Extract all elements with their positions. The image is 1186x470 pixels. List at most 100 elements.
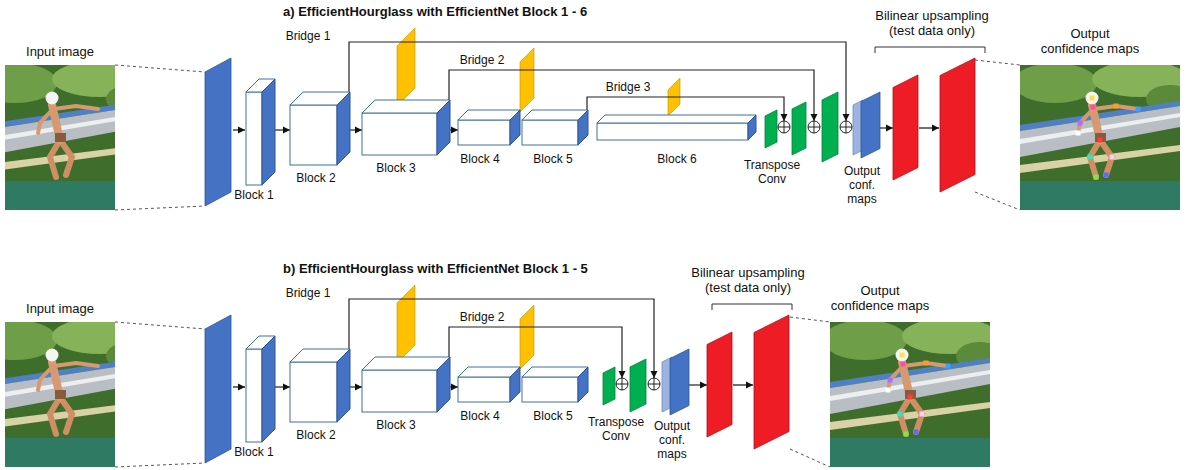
flow-arrow [350, 129, 362, 130]
node-outline [853, 92, 880, 158]
bridge-label: Bridge 1 [284, 29, 333, 43]
input-image: Input image [5, 322, 115, 467]
transpose-conv-layer [792, 102, 806, 155]
block-front [522, 120, 578, 145]
node-outline [5, 322, 115, 467]
outline-group [853, 92, 880, 158]
transpose-conv-stack: Transpose Conv [760, 121, 852, 135]
node-label: Bilinear upsampling (test data only) [867, 8, 997, 39]
bridge-connector [349, 42, 846, 121]
upsampled-map [754, 315, 789, 449]
block-end-face [262, 79, 275, 185]
sum-cross [778, 121, 790, 133]
output-confidence-layer: Output conf. maps [662, 349, 689, 415]
node-label: Block 2 [286, 428, 346, 442]
input-layer [205, 315, 231, 463]
block-top [458, 367, 520, 377]
bridge-label: Bridge 1 [284, 286, 333, 300]
node-label: Block 3 [366, 161, 426, 175]
node-label: Output conf. maps [651, 419, 693, 461]
encoder-block: Block 2 [290, 92, 350, 165]
block-top [362, 357, 450, 370]
sum-symbol [840, 121, 852, 133]
block-front [290, 362, 337, 422]
outline-group [893, 58, 975, 192]
transpose-conv-layer [630, 359, 646, 412]
node-outline [458, 367, 520, 402]
block-front [290, 105, 337, 165]
transpose-conv-stack: Transpose Conv [600, 378, 661, 392]
outline-group [662, 349, 689, 415]
bridge-conv-layer [520, 48, 534, 112]
node-label: Output conf. maps [841, 164, 883, 206]
node-outline [662, 349, 689, 415]
block-end-face [437, 357, 450, 412]
node-outline [290, 349, 350, 422]
projection-line [790, 317, 830, 467]
node-label: Output confidence maps [829, 283, 931, 314]
node-outline [830, 322, 990, 467]
outline-group [362, 357, 450, 412]
confidence-layer [861, 92, 880, 158]
bridge-connector [449, 70, 814, 121]
outline-group [707, 315, 789, 449]
outline-group [290, 92, 350, 165]
flow-arrow [450, 386, 458, 387]
block-end-face [337, 349, 350, 422]
bridge-label: Bridge 2 [458, 53, 507, 67]
block-end-face [578, 367, 588, 402]
projection-line [975, 60, 1020, 210]
node-label: Input image [5, 44, 115, 59]
block-end-face [337, 92, 350, 165]
outline-group [290, 349, 350, 422]
node-outline [5, 65, 115, 210]
input-layer [205, 58, 231, 206]
encoder-block: Block 1 [246, 79, 275, 185]
node-label: Block 5 [523, 409, 583, 423]
bridge-label: Bridge 2 [458, 310, 507, 324]
node-label: Output confidence maps [1039, 26, 1141, 57]
outline-group [603, 359, 660, 412]
block-end-face [578, 110, 588, 145]
sum-symbol [616, 378, 628, 390]
node-label: Transpose Conv [584, 415, 648, 443]
connectors [275, 42, 893, 387]
block-front [522, 377, 578, 402]
node-label: Block 1 [224, 445, 284, 459]
node-outline [600, 378, 661, 392]
encoder-block: Block 5 [522, 110, 588, 145]
encoder-block: Block 3 [362, 100, 450, 155]
sum-cross [840, 121, 852, 133]
node-outline [707, 315, 790, 449]
node-label: Block 4 [450, 152, 510, 166]
node-outline [246, 79, 275, 185]
encoder-block: Block 4 [458, 110, 520, 145]
confidence-layer [670, 349, 689, 415]
bilinear-upsampling-stack: Bilinear upsampling (test data only) [707, 315, 790, 449]
outline-group [522, 110, 588, 145]
panel-title: b) EfficientHourglass with EfficientNet … [283, 261, 588, 276]
block-top [522, 367, 588, 377]
node-label: Transpose Conv [740, 158, 804, 186]
node-label: Block 2 [286, 171, 346, 185]
flow-arrow [233, 129, 245, 130]
bridge-connector [449, 327, 622, 378]
node-label: Block 5 [523, 152, 583, 166]
flow-arrow [919, 127, 939, 128]
edge-label-holder: Bridge 3 [593, 80, 663, 94]
title-holder: a) EfficientHourglass with EfficientNet … [283, 4, 587, 19]
transpose-conv-layer [765, 110, 777, 148]
node-label: Block 3 [366, 418, 426, 432]
bracket [875, 47, 985, 53]
flow-arrow [689, 384, 707, 385]
node-outline [362, 357, 450, 412]
bracket [712, 304, 792, 310]
outline-group [458, 367, 520, 402]
upsampled-map [707, 332, 732, 437]
input-photo [0, 61, 154, 210]
node-label: Block 1 [224, 188, 284, 202]
outline-group [597, 115, 756, 140]
input-image: Input image [5, 65, 115, 210]
